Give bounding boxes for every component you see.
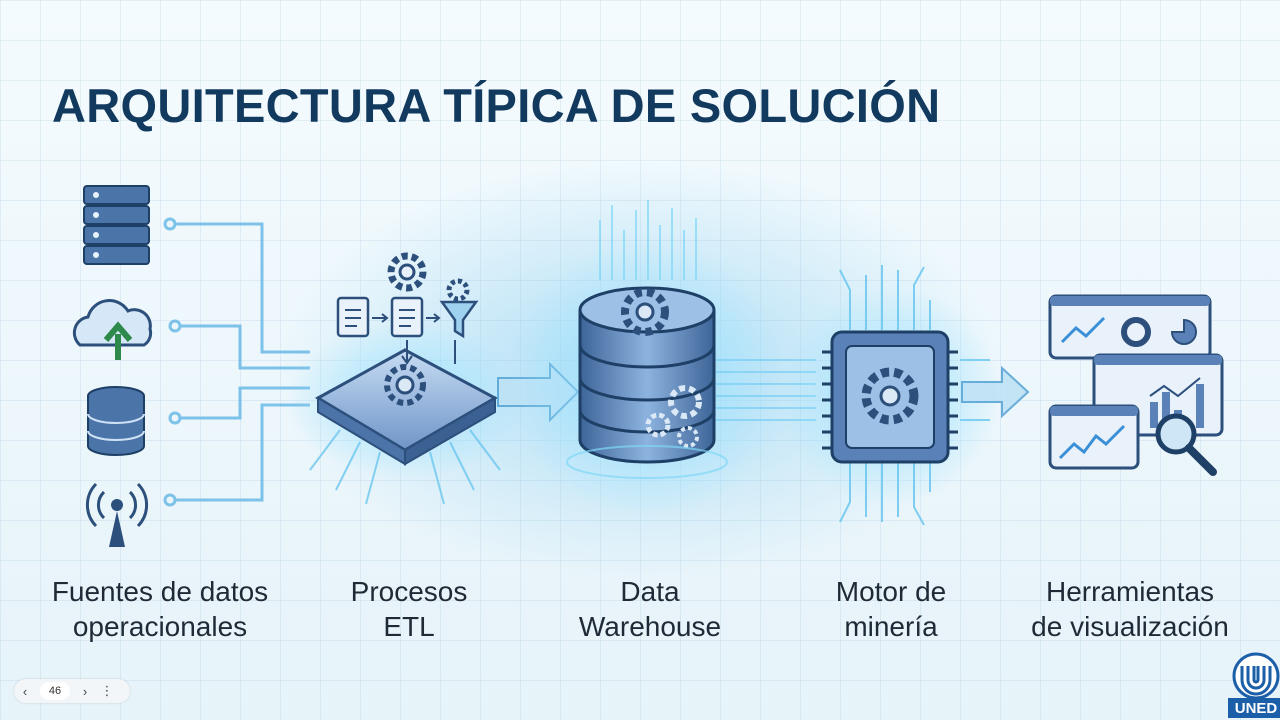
- stage-label-mining: Motor de minería: [751, 574, 1031, 644]
- stage-label-sources: Fuentes de datos operacionales: [20, 574, 300, 644]
- stage-label-line: Procesos: [350, 576, 468, 607]
- stage-label-line: Data: [620, 576, 680, 607]
- funnel-icon: [439, 300, 479, 339]
- stage-label-line: Herramientas: [1045, 576, 1215, 607]
- stage-label-line: de visualización: [1031, 611, 1229, 642]
- flow-arrow-3: [960, 359, 1030, 421]
- flow-lines-2: [716, 359, 816, 421]
- stage-label-line: Fuentes de datos: [51, 576, 269, 607]
- stage-label-line: Motor de: [835, 576, 947, 607]
- antenna-signal-icon: [85, 482, 149, 547]
- magnifier-icon: [1155, 413, 1217, 476]
- stage-label-warehouse: Data Warehouse: [510, 574, 790, 644]
- data-sources-icon: [72, 185, 153, 547]
- document-icon: [336, 296, 424, 338]
- visualization-dashboard-icon: [1048, 294, 1224, 476]
- uned-logo: UNED: [1228, 652, 1280, 718]
- stage-label-visualization: Herramientas de visualización: [990, 574, 1270, 644]
- stage-label-line: Warehouse: [578, 611, 722, 642]
- server-rack-icon: [83, 185, 150, 265]
- slide-title: ARQUITECTURA TÍPICA DE SOLUCIÓN: [52, 79, 941, 132]
- previous-slide-button[interactable]: ‹: [22, 683, 28, 699]
- data-warehouse-icon: [507, 200, 787, 520]
- source-connectors: [163, 217, 310, 507]
- database-icon: [87, 386, 145, 456]
- slide-pager: ‹ 46 › ⋮: [14, 679, 130, 703]
- etl-processor-icon: [288, 252, 528, 505]
- cloud-upload-icon: [72, 299, 153, 360]
- stage-label-line: operacionales: [72, 611, 248, 642]
- stage-label-line: ETL: [383, 611, 435, 642]
- mining-engine-icon: [780, 265, 1000, 526]
- more-options-button[interactable]: ⋮: [100, 683, 114, 698]
- stage-label-etl: Procesos ETL: [269, 574, 549, 644]
- stage-label-line: minería: [844, 611, 938, 642]
- gear-icon: [387, 252, 470, 302]
- slide-number-field[interactable]: 46: [40, 682, 70, 700]
- logo-text: UNED: [1235, 700, 1278, 717]
- next-slide-button[interactable]: ›: [82, 683, 88, 699]
